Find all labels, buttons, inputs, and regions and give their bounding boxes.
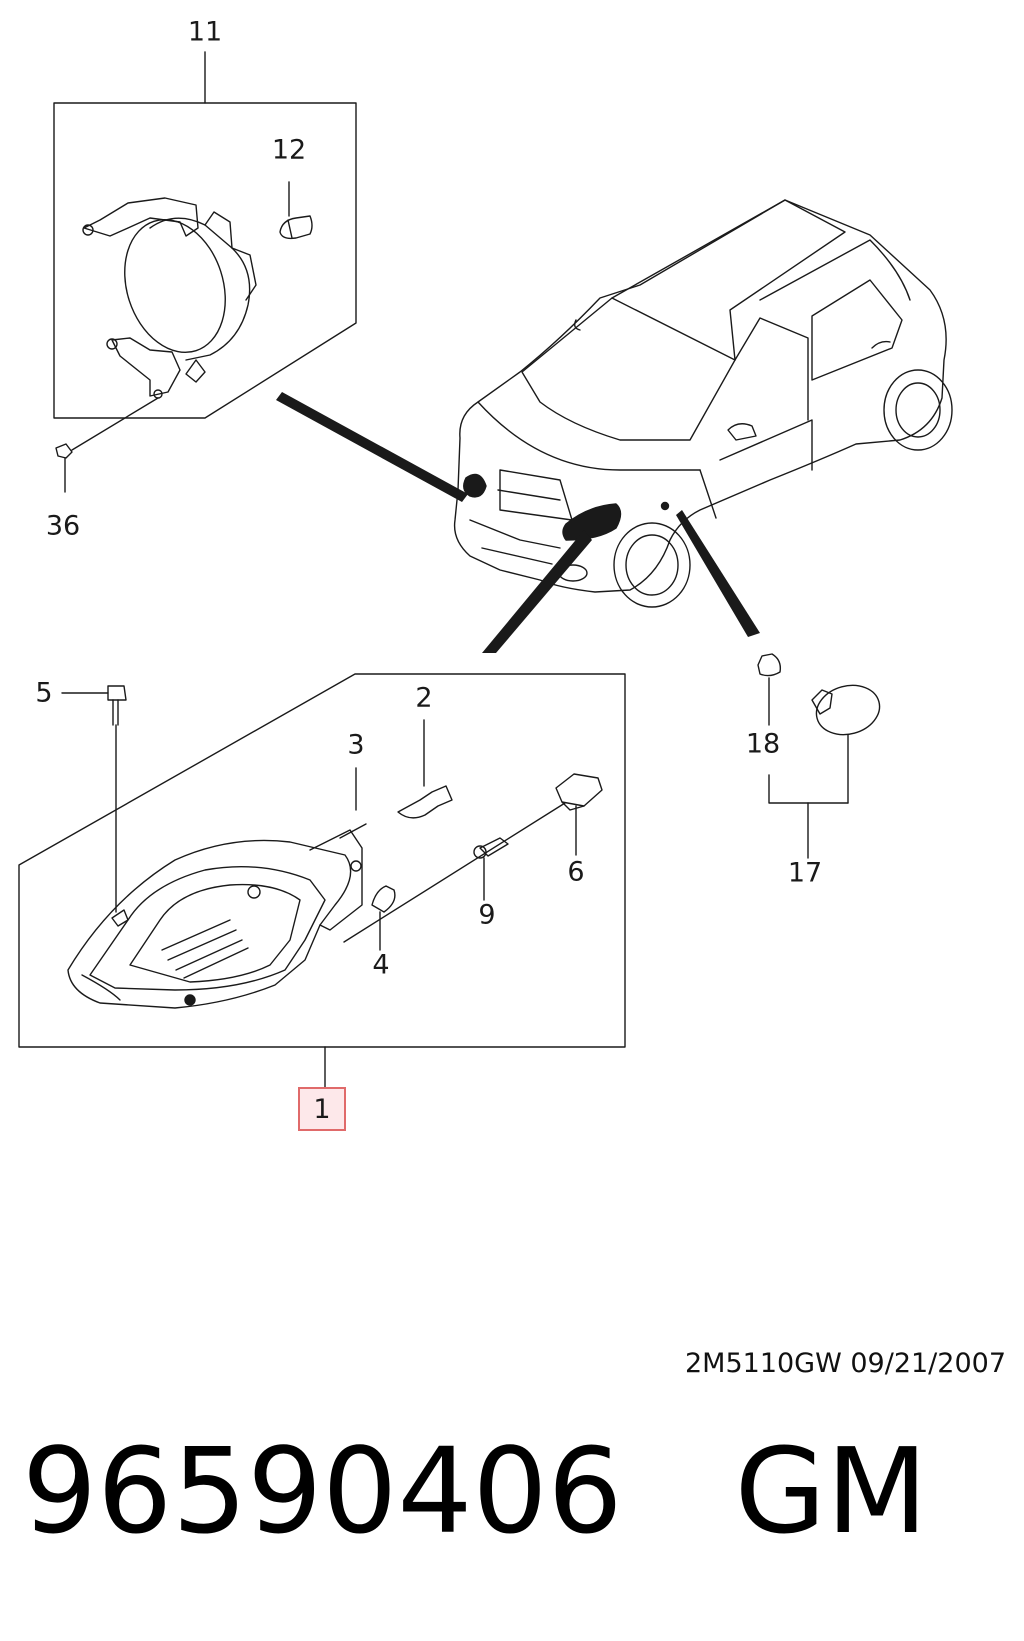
document-code-date: 2M5110GW 09/21/2007 [684,1348,1006,1379]
group-17-bracket [768,774,849,859]
side-marker-bulb-18 [757,653,782,726]
callout-6: 6 [567,856,585,888]
screw-9 [343,802,566,943]
side-marker-lamp-17 [811,684,881,804]
callout-9: 9 [478,899,496,931]
car-illustration [453,199,953,608]
head-lamp-group-frame [18,673,626,1088]
callout-17: 17 [787,857,823,889]
callout-5: 5 [35,677,53,709]
brand-label: GM [734,1422,928,1560]
head-lamp-assembly [67,829,363,1009]
callout-1-highlighted[interactable]: 1 [298,1087,346,1131]
car-highlighted-lamps [463,473,670,541]
fog-lamp-group-frame [53,51,357,419]
callout-4: 4 [372,949,390,981]
part-number: 96590406 [22,1422,623,1560]
callout-3: 3 [347,729,365,761]
fog-bulb [279,181,313,240]
connector-6 [555,773,603,856]
bolt-5 [61,685,127,913]
pin-3 [339,767,367,839]
callout-36: 36 [45,510,81,542]
callout-2: 2 [415,682,433,714]
screw-36 [55,397,159,493]
fog-lamp-assembly [82,197,257,399]
callout-11: 11 [187,16,223,48]
leader-wedges [276,392,760,653]
callout-18: 18 [745,728,781,760]
callout-12: 12 [271,134,307,166]
bulb-4 [371,885,396,951]
bulb-2 [397,719,453,819]
